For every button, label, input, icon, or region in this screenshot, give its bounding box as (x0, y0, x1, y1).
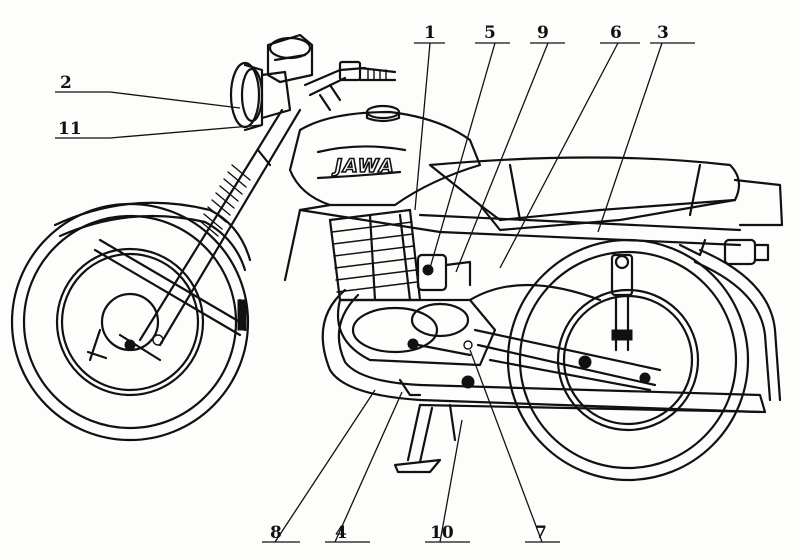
headlight-assembly (229, 61, 292, 132)
callout-1: 1 (414, 23, 445, 211)
carburetor (416, 253, 472, 292)
callout-label: 6 (610, 23, 622, 43)
callout-label: 10 (430, 523, 454, 543)
callout-label: 1 (424, 23, 436, 43)
callout-5: 5 (429, 23, 510, 269)
brand-logo-text: JAWA (331, 155, 395, 177)
fork-gaiter (199, 164, 251, 237)
callout-7: 7 (469, 349, 560, 543)
callout-6: 6 (499, 23, 640, 269)
engine-cylinder (328, 208, 422, 302)
callout-10: 10 (425, 419, 470, 543)
callout-label: 7 (535, 523, 547, 543)
swingarm (468, 283, 662, 392)
exhaust-system (321, 288, 767, 414)
callout-2: 2 (55, 73, 241, 109)
callout-4: 4 (325, 391, 403, 543)
instrument-cluster (266, 33, 314, 84)
callout-label: 8 (270, 523, 282, 543)
callout-8: 8 (262, 389, 376, 543)
side-stand (393, 403, 457, 474)
callout-3: 3 (597, 23, 695, 233)
callout-label: 3 (657, 23, 669, 43)
callout-label: 5 (484, 23, 496, 43)
front-fork (93, 108, 302, 362)
fuel-tank: JAWA (288, 104, 482, 207)
callout-label: 11 (58, 119, 82, 139)
callout-11: 11 (55, 119, 263, 139)
callout-label: 4 (335, 523, 347, 543)
front-wheel (10, 202, 250, 442)
handlebar (303, 60, 397, 112)
callout-label: 9 (537, 23, 549, 43)
callout-9: 9 (455, 23, 565, 273)
seat (428, 156, 741, 232)
engine-crankcase (336, 298, 497, 389)
rear-shock-absorber (610, 253, 634, 352)
callout-label: 2 (60, 73, 72, 93)
